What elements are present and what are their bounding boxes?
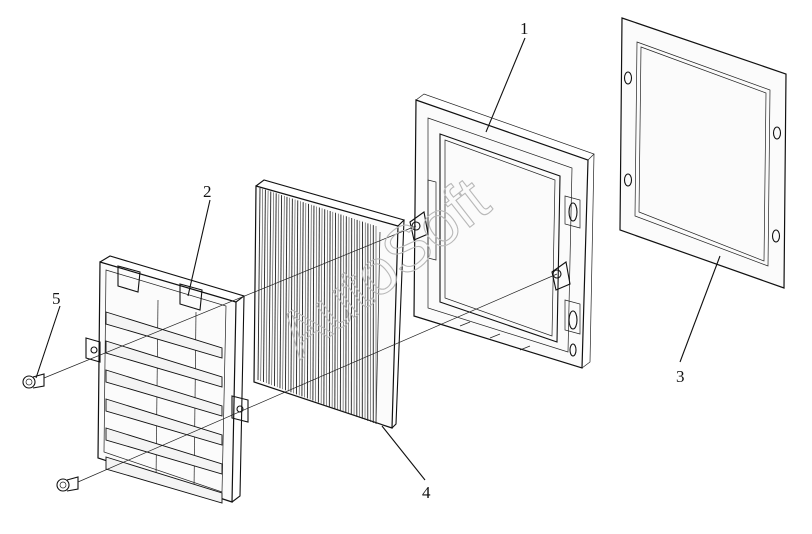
pleat-line — [295, 200, 299, 395]
pleat-line — [279, 195, 283, 389]
pleat-line — [298, 201, 301, 396]
screw-upper-part-5 — [22, 373, 45, 389]
gasket-part-3 — [619, 17, 787, 289]
louver-slat — [105, 398, 223, 446]
callout-5: 5 — [52, 289, 61, 308]
callout-2: 2 — [203, 182, 212, 201]
assembly-lines — [43, 225, 558, 483]
louver-slat — [105, 456, 223, 504]
pleat-line — [290, 198, 293, 393]
pleat-line — [345, 216, 347, 413]
pleat-line — [301, 202, 304, 397]
callout-3: 3 — [676, 367, 685, 386]
pleat-line — [315, 206, 317, 402]
pleat-line — [274, 193, 277, 387]
pleat-line — [312, 205, 315, 401]
pleat-line — [284, 196, 288, 391]
housing-frame-part-1 — [409, 93, 595, 369]
pleat-line — [309, 204, 312, 400]
filter-pleats — [257, 187, 377, 424]
pleat-line — [287, 197, 290, 392]
pleat-line — [342, 215, 344, 412]
leader-lines — [35, 37, 721, 481]
screw-lower-part-5 — [56, 476, 79, 492]
louver-slat — [105, 311, 223, 359]
pleat-line — [304, 203, 307, 398]
pleat-line — [276, 194, 280, 388]
callout-1: 1 — [520, 19, 529, 38]
pleat-line — [282, 195, 285, 390]
louver-slat — [105, 369, 223, 417]
grille-louvers — [105, 311, 223, 504]
pleat-line — [293, 199, 296, 394]
grille-cover-part-2 — [85, 255, 249, 504]
louver-slat — [105, 427, 223, 475]
pleat-line — [317, 207, 320, 403]
pleat-line — [260, 188, 263, 382]
louver-slat — [105, 340, 223, 388]
pleat-line — [326, 210, 328, 406]
filter-element-part-4 — [253, 179, 406, 429]
pleat-line — [331, 211, 334, 408]
pleat-line — [328, 210, 331, 407]
pleat-line — [306, 203, 310, 399]
pleat-line — [334, 212, 336, 409]
pleat-line — [271, 192, 274, 386]
pleat-line — [323, 209, 326, 405]
pleat-line — [337, 213, 339, 410]
pleat-line — [320, 208, 323, 404]
pleat-line — [257, 187, 261, 381]
pleat-line — [268, 191, 272, 385]
callout-4: 4 — [422, 483, 431, 502]
pleat-line — [263, 189, 266, 383]
pleat-line — [339, 214, 342, 411]
